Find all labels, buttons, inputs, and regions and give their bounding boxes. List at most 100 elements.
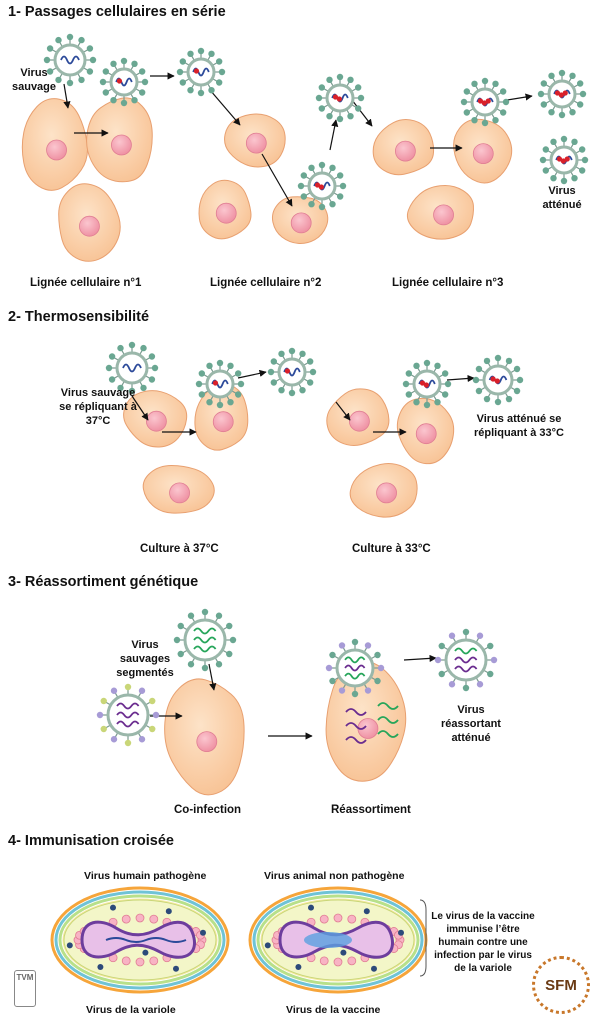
poxvirus-dna (304, 932, 352, 948)
virus-spike-head (227, 398, 234, 406)
virus-spike-head (177, 650, 184, 658)
explanation-bracket (419, 899, 427, 977)
virus-spike-head (326, 76, 333, 84)
virus-mutation (477, 98, 484, 104)
virus-mutation (485, 98, 491, 104)
virus-spike-head (374, 677, 381, 685)
poxvirus-lateral-body (165, 908, 172, 915)
arrow (131, 395, 149, 421)
virus-rna-segment (454, 665, 478, 673)
cell (123, 390, 188, 448)
virus-spike-head (413, 362, 420, 370)
cell (21, 98, 88, 191)
cell-rna-segment (345, 736, 367, 744)
virus-particle (297, 161, 347, 211)
virus-spike-head (423, 359, 431, 367)
virus-spike-head (329, 677, 336, 685)
label-attenuated-33: Virus atténué se répliquant à 33°C (474, 413, 564, 439)
virus-spike-head (100, 697, 107, 705)
virus-spike-head (492, 116, 499, 124)
virus-spike-head (187, 50, 194, 58)
virus-spike-head (131, 60, 138, 68)
virus-spike-head (100, 725, 107, 733)
virus-spike-head (138, 687, 146, 694)
poxvirus-core-bead (319, 956, 329, 966)
virus-spike-head (434, 656, 442, 664)
virus-spike-head (102, 68, 110, 75)
virus-spike-head (581, 156, 589, 164)
virus-spike-head (571, 138, 578, 146)
cell-rna-segment (377, 730, 399, 738)
virus-spike-head (128, 341, 136, 349)
virus-spike-head (299, 350, 306, 358)
virus-spike-head (179, 58, 187, 65)
virus-rna-segment (344, 672, 366, 680)
poxvirus-envelope-ring (256, 894, 420, 986)
virus-spike-head (226, 622, 233, 630)
virus-rna-segment (193, 636, 217, 644)
label-vaccinia: Virus de la vaccine (286, 1004, 381, 1016)
virus-spike-head (476, 632, 484, 639)
virus-spike-head (377, 664, 385, 672)
virus-spike-head (138, 68, 146, 75)
virus-spike-head (475, 387, 483, 395)
virus-spike-head (78, 76, 85, 84)
virus-spike-head (576, 101, 584, 108)
virus-spike-head (306, 379, 314, 386)
virus-spike-head (229, 636, 237, 644)
poxvirus-core-bead (121, 956, 131, 966)
virus-spike-head (434, 362, 441, 370)
virus-spike-head (490, 656, 498, 664)
virus-spike-head (351, 638, 359, 646)
virus-spike-head (308, 200, 315, 208)
virus-spike-head (318, 161, 326, 169)
cell (372, 119, 435, 176)
virus-particle (539, 135, 589, 185)
poxvirus-lateral-body (398, 929, 404, 936)
cell-nucleus (215, 202, 237, 224)
virus-spike-head (438, 670, 445, 678)
label-animal-nonpathogen: Virus animal non pathogène (264, 870, 405, 882)
virus-spike-head (288, 389, 296, 397)
virus-spike-head (138, 89, 146, 96)
virus-spike-head (338, 642, 346, 649)
virus-spike-head (578, 167, 586, 174)
poxvirus-core-bead (135, 913, 145, 923)
virus-spike-head (308, 164, 315, 172)
virus-spike-head (270, 379, 278, 386)
cell (396, 397, 455, 465)
virus-capsid (205, 369, 235, 399)
cell-nucleus (394, 140, 416, 162)
virus-rna-segment (454, 647, 478, 655)
section-3-heading: 3- Réassortiment génétique (8, 574, 199, 590)
virus-spike-head (86, 45, 94, 52)
virus-spike-head (513, 365, 521, 373)
virus-spike-head (234, 391, 242, 398)
poxvirus-envelope-ring (58, 894, 222, 986)
virus-spike-head (208, 50, 215, 58)
virus-rna-segment (193, 645, 217, 653)
virus-spike-head (329, 651, 336, 659)
arrow (209, 89, 241, 126)
virus-spike-head (318, 84, 326, 91)
virus-spike-head (179, 79, 187, 86)
virus-spike-head (540, 101, 548, 108)
virus-spike-head (297, 182, 305, 190)
poxvirus-core (80, 920, 196, 959)
virus-spike-head (434, 398, 441, 406)
cell-nucleus (472, 143, 494, 165)
virus-particle (325, 638, 385, 698)
virus-spike-head (300, 172, 308, 179)
virus-spike-head (336, 172, 344, 179)
virus-spike-head (226, 650, 233, 658)
virus-rna-segment (454, 656, 478, 664)
virus-spike-head (548, 72, 555, 80)
virus-particle (43, 33, 97, 87)
label-wild-virus: Virus sauvage (11, 67, 57, 93)
poxvirus-envelope-ring (252, 890, 424, 990)
poxvirus (50, 886, 230, 994)
cells-layer (21, 97, 513, 796)
cell-nucleus (145, 410, 167, 432)
virus-spike-head (201, 608, 209, 616)
poxvirus-lateral-body (110, 904, 116, 911)
